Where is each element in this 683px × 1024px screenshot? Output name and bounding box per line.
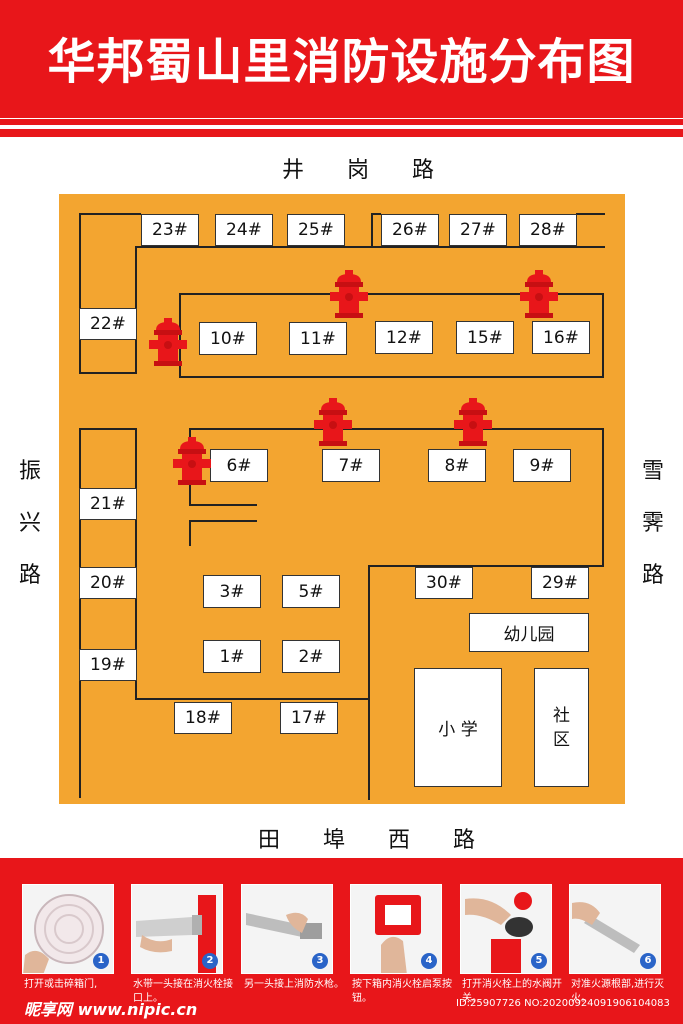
header-banner: 华邦蜀山里消防设施分布图 (0, 0, 683, 118)
primary-school: 小 学 (414, 668, 502, 787)
fire-hydrant-icon (330, 270, 368, 318)
step-2-text: 水带一头接在消火栓接口上。 (133, 979, 233, 1004)
step-6-text: 对准火源根部,进行灭火。 (571, 979, 665, 1004)
step-2-image: 2 (131, 884, 223, 974)
nozzle-icon (246, 912, 322, 939)
alarm-button-icon (375, 895, 421, 973)
building-1: 1# (203, 640, 261, 673)
spray-nozzle-icon (572, 902, 640, 953)
step-3-image: 3 (241, 884, 333, 974)
building-6: 6# (210, 449, 268, 482)
building-2: 2# (282, 640, 340, 673)
building-9: 9# (513, 449, 571, 482)
step-1-image: 1 (22, 884, 114, 974)
step-3-text: 另一头接上消防水枪。 (244, 979, 344, 990)
building-11: 11# (289, 322, 347, 355)
building-21: 21# (79, 488, 137, 520)
fire-hydrant-icon (454, 398, 492, 446)
building-16: 16# (532, 321, 590, 354)
fire-hydrant-icon (520, 270, 558, 318)
fire-hydrant-icon (173, 437, 211, 485)
fire-hydrant-icon (314, 398, 352, 446)
building-29: 29# (531, 567, 589, 599)
building-25: 25# (287, 214, 345, 246)
road-south-label: 田 埠 西 路 (258, 828, 493, 853)
step-4-text: 按下箱内消火栓启泵按钮。 (352, 979, 452, 1004)
building-23: 23# (141, 214, 199, 246)
step-6-image: 6 (569, 884, 661, 974)
step-1-text: 打开或击碎箱门, (24, 979, 98, 990)
building-24: 24# (215, 214, 273, 246)
building-18: 18# (174, 702, 232, 734)
building-30: 30# (415, 567, 473, 599)
step-5-image: 5 (460, 884, 552, 974)
kindergarten: 幼儿园 (469, 613, 589, 652)
road-east-label: 雪霁路 (641, 459, 664, 588)
road-west-label: 振兴路 (18, 459, 41, 588)
building-10: 10# (199, 322, 257, 355)
step-4-image: 4 (350, 884, 442, 974)
page-title: 华邦蜀山里消防设施分布图 (47, 34, 636, 90)
building-8: 8# (428, 449, 486, 482)
watermark-id: ID:25907726 NO:20200924091906104083 (456, 998, 670, 1009)
step-5-text: 打开消火栓上的水阀开关。 (462, 979, 562, 1004)
fire-hydrant-icon (149, 318, 187, 366)
building-12: 12# (375, 321, 433, 354)
community-center: 社 区 (534, 668, 589, 787)
road-north-label: 井 岗 路 (282, 158, 452, 183)
valve-wrench-icon (465, 892, 533, 973)
building-5: 5# (282, 575, 340, 608)
building-3: 3# (203, 575, 261, 608)
building-15: 15# (456, 321, 514, 354)
building-19: 19# (79, 649, 137, 681)
building-22: 22# (79, 308, 137, 340)
hose-reel-icon (23, 894, 104, 973)
header-stripe (0, 119, 683, 125)
building-7: 7# (322, 449, 380, 482)
header-stripe (0, 129, 683, 137)
building-28: 28# (519, 214, 577, 246)
building-17: 17# (280, 702, 338, 734)
building-27: 27# (449, 214, 507, 246)
building-20: 20# (79, 567, 137, 599)
building-26: 26# (381, 214, 439, 246)
watermark-logo: 昵享网 www.nipic.cn (24, 1000, 198, 1019)
